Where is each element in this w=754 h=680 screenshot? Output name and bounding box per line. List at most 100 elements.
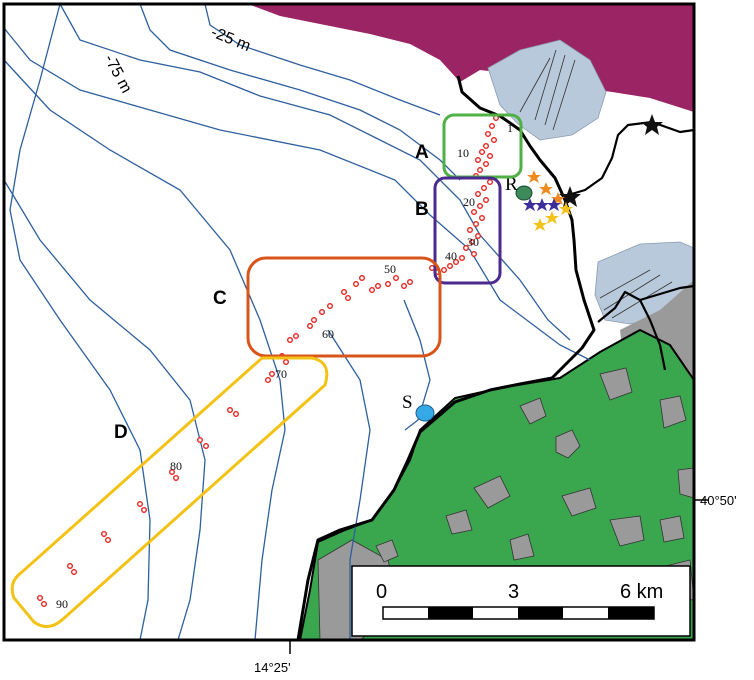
sample-point [393,275,400,282]
zone-b-label: B [415,199,429,220]
sample-label-20: 20 [463,195,475,209]
sample-point [41,601,48,608]
sample-label-80: 80 [170,459,182,473]
sample-point [479,214,486,221]
event-stars [523,114,663,231]
bathymetric-contours [3,3,591,641]
zone-d-box [10,356,329,628]
fan-deposit-top [487,39,607,141]
sample-label-90: 90 [56,597,68,611]
site-s-label: S [402,392,413,413]
road-north [564,120,695,198]
sample-point [469,238,476,245]
sample-label-50: 50 [384,262,396,276]
site-s-marker [415,404,435,422]
sample-point [37,595,44,602]
star-orange-1 [527,170,541,183]
sample-point [283,359,290,366]
sample-point [459,254,466,261]
sample-point [475,232,482,239]
sample-point [232,411,239,418]
sample-point [483,142,490,149]
sample-point [407,279,414,286]
coastline-south [296,376,553,641]
site-r-label: R [505,174,518,195]
sample-point [489,122,496,129]
scale-label-3: 3 [508,581,519,603]
sample-point [463,244,470,251]
star-blue-3 [547,198,561,211]
star-orange-2 [539,182,553,195]
sample-point [485,130,492,137]
sample-label-30: 30 [467,235,479,249]
sample-point [479,148,486,155]
sample-point [202,443,209,450]
sample-point [473,220,480,227]
sample-point [483,196,490,203]
sample-point [453,259,460,266]
sample-point [100,531,107,538]
sample-point [140,507,147,514]
fan-hatch-top [519,49,576,131]
scale-segment-1 [428,607,473,619]
sample-point [172,475,179,482]
sample-point [265,377,272,384]
sample-point [341,289,348,296]
sample-point [311,317,318,324]
sample-point [487,152,494,159]
sample-point [487,178,494,185]
scale-bar-background [351,565,691,637]
sample-point [481,184,488,191]
sample-point [491,136,498,143]
sample-point [307,323,314,330]
sample-point [269,371,276,378]
sample-point [401,283,408,290]
sample-point [441,267,448,274]
sample-label-60: 60 [322,327,334,341]
star-yellow-2 [545,211,559,224]
sample-point [319,309,326,316]
star-yellow-1 [559,202,573,215]
sample-point [104,537,111,544]
latitude-label: 40°50' [700,493,737,508]
sample-points [37,114,500,608]
sample-label-1: 1 [507,121,513,135]
sample-point [375,283,382,290]
map-border [2,2,696,642]
scale-label-0: 0 [376,581,387,603]
scale-bar: 0 3 6 km [351,565,691,637]
sample-label-40: 40 [445,249,457,263]
sample-point [483,160,490,167]
sample-point [359,275,366,282]
longitude-label: 14°25' [254,660,291,675]
sample-point [226,407,233,414]
sample-point [447,263,454,270]
sample-point [477,166,484,173]
sample-point [369,287,376,294]
sample-point [467,226,474,233]
star-yellow-3 [533,218,547,231]
sample-point [293,333,300,340]
zone-c-box [246,256,442,358]
star-black-coast [559,186,581,207]
sample-point [196,437,203,444]
star-black-north [641,114,663,135]
sample-point [168,469,175,476]
sample-point [475,190,482,197]
site-r-marker [515,185,533,201]
sample-point [475,156,482,163]
scale-segment-3 [608,607,654,619]
sample-point [70,569,77,576]
sample-point [136,501,143,508]
sample-point [477,202,484,209]
sample-point [66,563,73,570]
sample-label-70: 70 [275,367,287,381]
sample-point [345,295,352,302]
sample-point [287,337,294,344]
sample-point [353,281,360,288]
sample-label-10: 10 [457,146,469,160]
star-blue-1 [523,198,537,211]
sample-point [327,303,334,310]
zone-a-label: A [415,142,429,163]
